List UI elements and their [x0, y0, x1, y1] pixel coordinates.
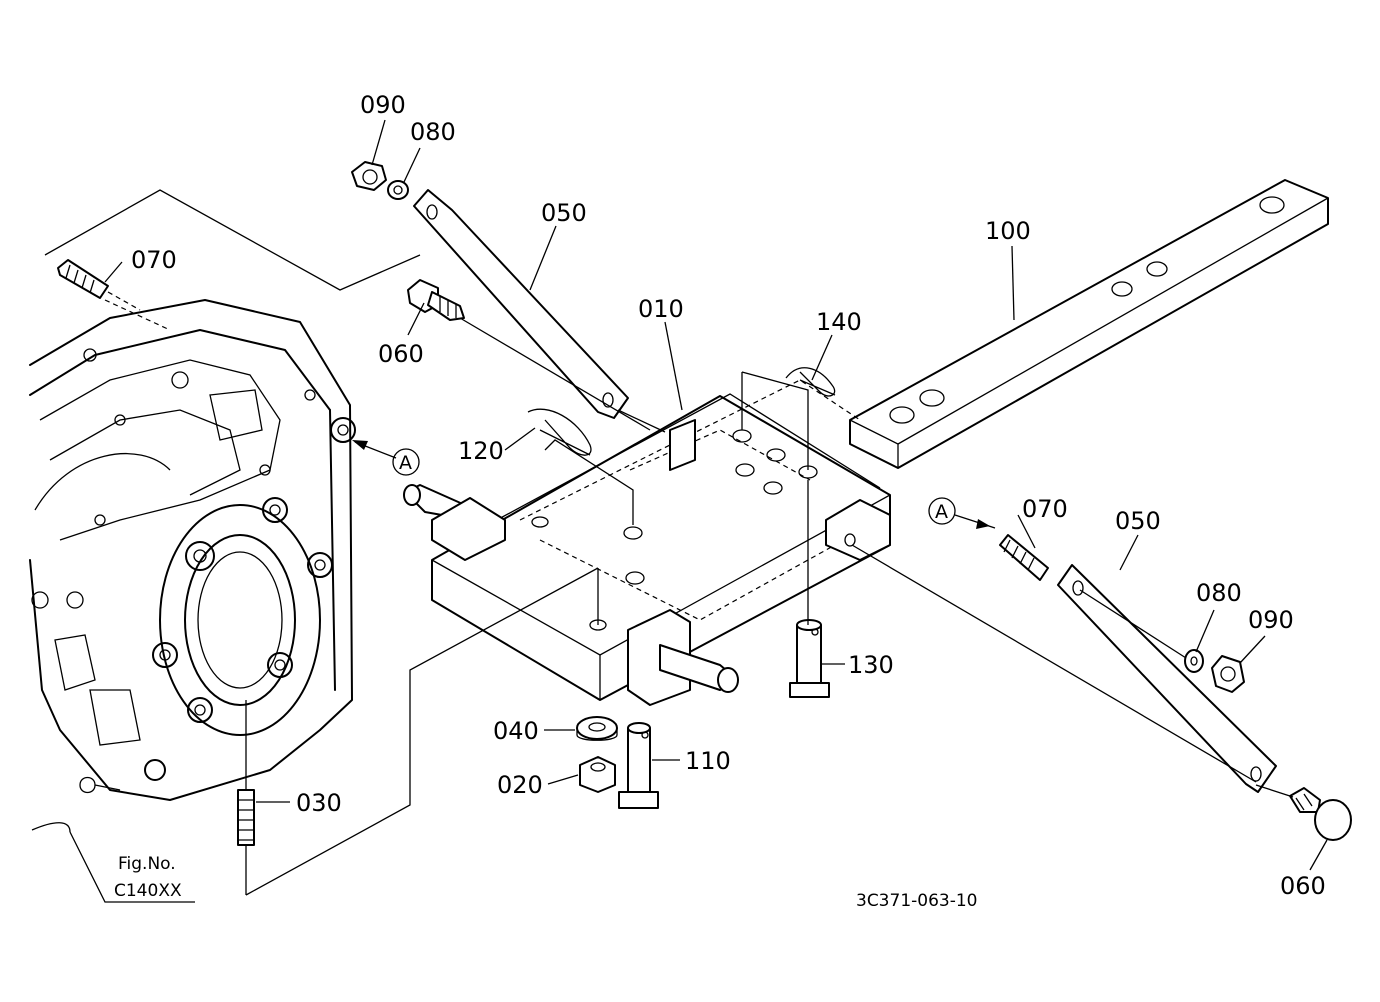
hitch-plate-010: [403, 379, 891, 706]
label-010: 010: [638, 295, 684, 323]
clip-140: [785, 367, 836, 397]
pin-110: [618, 722, 659, 809]
label-060-left: 060: [378, 340, 424, 368]
clip-120: [527, 408, 592, 456]
stud-030: [237, 789, 255, 846]
label-100: 100: [985, 217, 1031, 245]
label-070-left: 070: [131, 246, 177, 274]
nut-090-left: [351, 161, 387, 191]
nut-090-right: [1211, 655, 1245, 693]
label-040: 040: [493, 717, 539, 745]
label-030: 030: [296, 789, 342, 817]
label-050-left: 050: [541, 199, 587, 227]
bolt-060-right: [1289, 787, 1352, 841]
label-090-left: 090: [360, 91, 406, 119]
label-050-right: 050: [1115, 507, 1161, 535]
bracket-050-right: [1057, 564, 1277, 793]
label-020: 020: [497, 771, 543, 799]
figure-ref-line1: Fig.No.: [118, 854, 176, 874]
label-060-right: 060: [1280, 872, 1326, 900]
bolt-060-left: [407, 279, 465, 321]
drawbar-100: [849, 179, 1329, 469]
part-labels: 090 080 050 070 060 010 140 100 120 070 …: [114, 91, 1326, 911]
label-130: 130: [848, 651, 894, 679]
label-090-right: 090: [1248, 606, 1294, 634]
washer-080-left: [387, 180, 409, 200]
reference-a-left: A: [399, 452, 412, 474]
label-080-right: 080: [1196, 579, 1242, 607]
stud-070-left: [57, 259, 141, 311]
reference-arrow-left: [352, 440, 420, 476]
drawing-id: 3C371-063-10: [856, 891, 977, 911]
transmission-housing: [29, 299, 356, 903]
label-110: 110: [685, 747, 731, 775]
label-120: 120: [458, 437, 504, 465]
nut-020: [579, 756, 616, 793]
stud-070-right: [999, 534, 1049, 581]
figure-ref-line2: C140XX: [114, 881, 182, 901]
pin-130: [789, 619, 830, 698]
reference-a-right: A: [935, 501, 948, 523]
washer-040: [576, 716, 618, 741]
washer-080-right: [1184, 649, 1204, 673]
reference-arrow-right: [928, 497, 996, 529]
label-070-right: 070: [1022, 495, 1068, 523]
bracket-050-left: [413, 189, 629, 419]
label-140: 140: [816, 308, 862, 336]
label-080-left: 080: [410, 118, 456, 146]
leader-lines: [104, 119, 1328, 871]
reference-lines: [44, 189, 1294, 896]
